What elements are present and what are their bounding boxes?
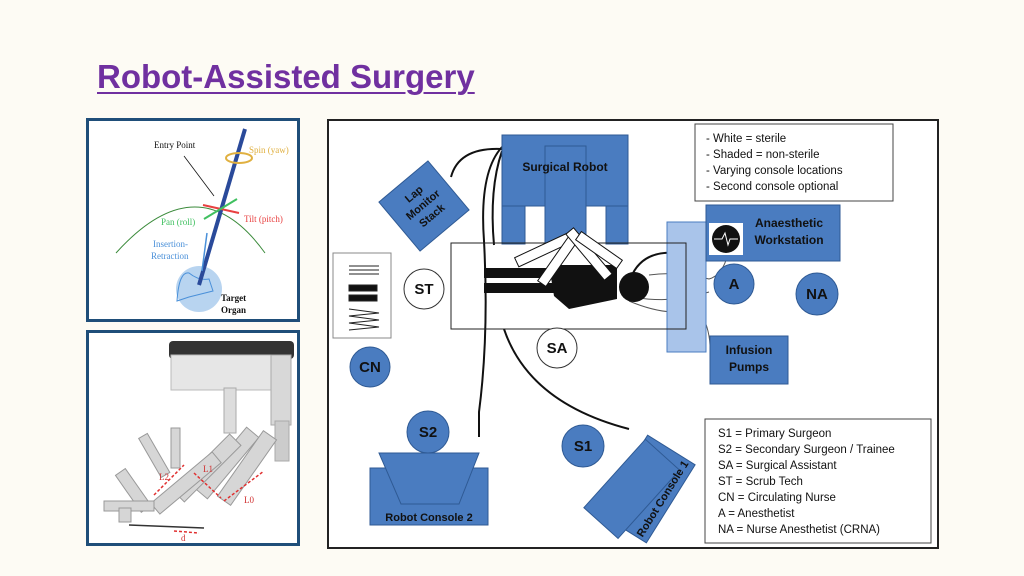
role-cn-label: CN [359,359,381,376]
key-item: S2 = Secondary Surgeon / Trainee [718,444,895,456]
arm-label-l1: L1 [203,464,213,474]
spin-label: Spin (yaw) [249,145,289,155]
organ-label: Organ [221,305,246,315]
instrument-motion-diagram: Entry Point Spin (yaw) Tilt (pitch) Pan … [86,118,300,322]
note-item: - Second console optional [706,181,838,193]
note-item: - Shaded = non-sterile [706,149,819,161]
role-s1-label: S1 [574,438,592,455]
key-item: S1 = Primary Surgeon [718,428,831,440]
pan-arrow-icon [203,198,238,220]
arm-label-l0: L0 [244,495,254,505]
pan-label: Pan (roll) [161,217,195,227]
role-sa-label: SA [547,340,568,357]
notes-legend [694,123,894,202]
role-sa [536,327,578,369]
robot-console-2-label: Robot Console 2 [385,512,472,524]
target-organ-shape [176,266,222,312]
key-item: A = Anesthetist [718,508,795,520]
role-st-label: ST [414,281,433,298]
role-s2-label: S2 [419,424,437,441]
patient-figure [484,227,649,309]
role-s2 [406,410,450,454]
role-cn [349,346,391,388]
body-wall-arc [115,206,266,254]
role-st [403,268,445,310]
role-na [795,272,839,316]
role-na-label: NA [806,286,828,303]
note-item: - White = sterile [706,133,786,145]
role-key-legend [704,418,932,544]
insertion-arrow-icon [201,232,208,272]
infusion-label-1: Infusion [726,343,773,357]
key-item: CN = Circulating Nurse [718,492,836,504]
role-s1 [561,424,605,468]
spin-arrow-icon [225,152,253,164]
insertion-label: Insertion- [153,239,188,249]
lap-monitor-stack [378,160,470,252]
anaesthetic-label-1: Anaesthetic [755,216,823,230]
entry-point-label: Entry Point [154,140,196,150]
entry-point-pointer [183,155,215,197]
target-label: Target [221,293,246,303]
key-item: NA = Nurse Anesthetist (CRNA) [718,524,880,536]
infusion-label-2: Pumps [729,360,769,374]
arm-label-l2: L2 [159,472,169,482]
arm-label-d: d [181,533,186,543]
retraction-label: Retraction [151,251,189,261]
robot-console-2 [369,452,489,526]
role-a-label: A [729,276,740,293]
key-item: SA = Surgical Assistant [718,460,837,472]
anaesthetic-label-2: Workstation [754,233,823,247]
surgical-robot-label: Surgical Robot [522,160,607,174]
role-a [713,263,755,305]
infusion-pumps [709,335,789,385]
slide-title: Robot-Assisted Surgery [97,58,475,95]
operating-room-layout: Surgical Robot Lap Monitor Stack Anaesth… [327,119,939,549]
tilt-label: Tilt (pitch) [244,214,283,224]
robot-arm-photo: L2 L1 L0 d [86,330,300,546]
note-item: - Varying console locations [706,165,843,177]
key-item: ST = Scrub Tech [718,476,803,488]
